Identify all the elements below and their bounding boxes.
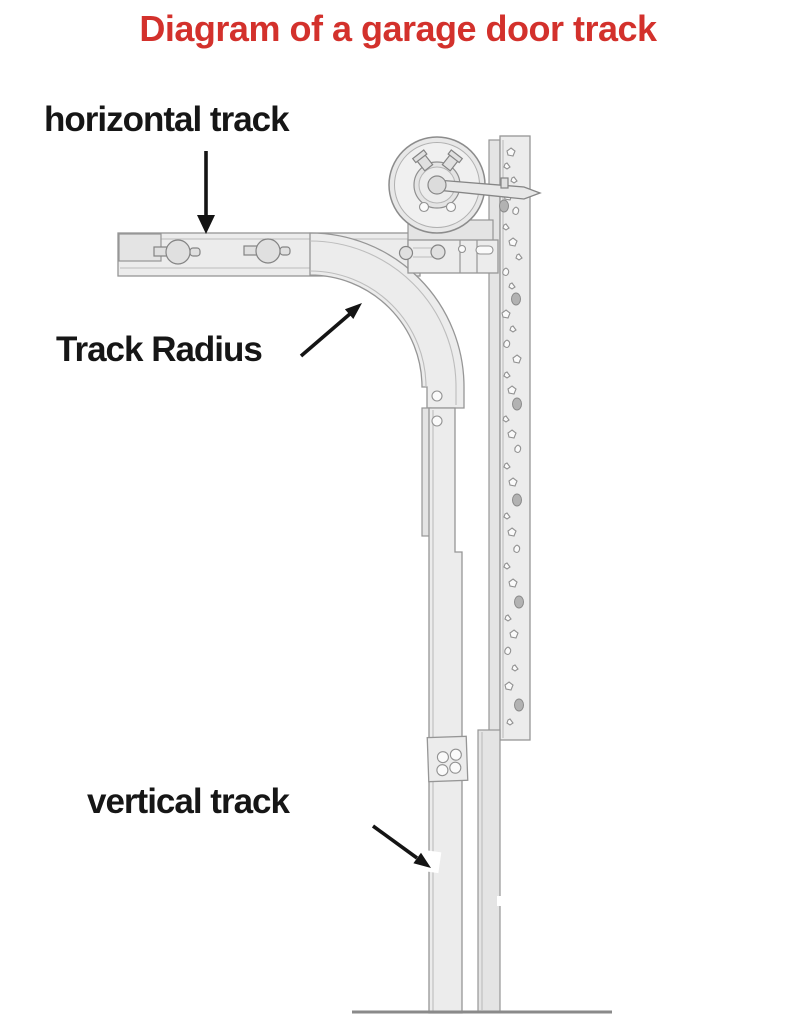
track-radius-arrow bbox=[299, 303, 362, 358]
perforated-angle-iron bbox=[488, 135, 531, 741]
door-edge-bar bbox=[477, 729, 501, 1013]
diagram-title: Diagram of a garage door track bbox=[139, 8, 657, 49]
label-vertical-track: vertical track bbox=[87, 782, 290, 821]
bracket-slot bbox=[475, 245, 494, 255]
drum-lug-bolt bbox=[441, 149, 464, 172]
shaft-hub bbox=[427, 175, 447, 195]
vertical-track bbox=[421, 407, 469, 1014]
winding-bar bbox=[427, 175, 542, 200]
track-roller-bolt bbox=[153, 239, 201, 265]
label-horizontal-track: horizontal track bbox=[44, 100, 290, 139]
drum-lug-bolt bbox=[411, 149, 434, 172]
track-roller-bolt bbox=[243, 238, 291, 264]
label-track-radius: Track Radius bbox=[56, 330, 263, 369]
track-radius-curve bbox=[309, 232, 465, 409]
vertical-track-arrow bbox=[371, 824, 442, 874]
track-mounting-bracket bbox=[426, 735, 469, 783]
bracket-bolt bbox=[398, 245, 414, 261]
annotation-arrows bbox=[197, 151, 442, 874]
shaft-clip bbox=[500, 177, 509, 189]
horizontal-track-arrow bbox=[197, 151, 215, 234]
bracket-bolt bbox=[430, 244, 446, 260]
